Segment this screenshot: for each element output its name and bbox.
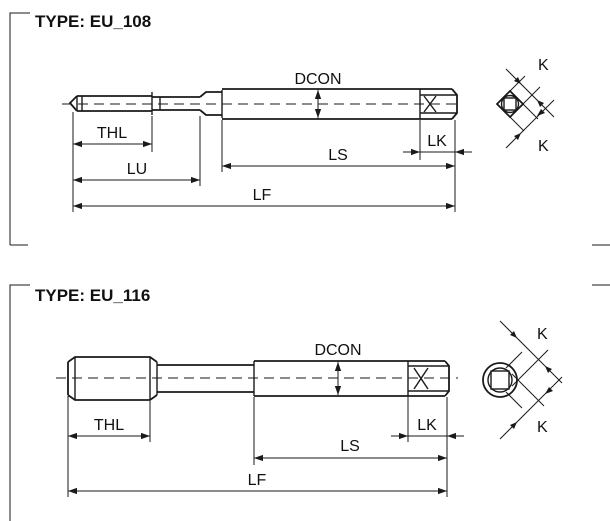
- dcon-label: DCON: [314, 342, 361, 359]
- panel-title: TYPE: EU_116: [35, 286, 150, 305]
- thl-label: THL: [94, 417, 124, 434]
- k-dimension-bottom: [505, 99, 555, 149]
- k-dimension-top: [499, 320, 563, 384]
- lu-label: LU: [127, 161, 147, 178]
- dcon-label: DCON: [294, 71, 341, 88]
- end-view: K K: [495, 57, 555, 155]
- k-label-bottom: K: [537, 419, 548, 436]
- k-dimension-top: [505, 68, 555, 118]
- extension-lines: [67, 396, 448, 497]
- thl-label: THL: [97, 125, 127, 142]
- lf-label: LF: [248, 472, 267, 489]
- k-dimension-bottom: [499, 376, 563, 440]
- frame-top-left: [9, 12, 30, 245]
- lk-label: LK: [417, 417, 437, 434]
- k-label-top: K: [537, 326, 548, 343]
- panel-eu-116: TYPE: EU_116 DCON: [9, 284, 610, 521]
- tap-body: [56, 356, 458, 401]
- ls-label: LS: [340, 438, 360, 455]
- panel-title: TYPE: EU_108: [35, 12, 151, 31]
- k-label-top: K: [538, 57, 549, 74]
- lk-label: LK: [427, 133, 447, 150]
- k-label-bottom: K: [538, 138, 549, 155]
- tap-body: [62, 88, 462, 120]
- ls-label: LS: [328, 147, 348, 164]
- end-view: K K: [482, 320, 563, 440]
- frame-top-left: [9, 284, 30, 521]
- lf-label: LF: [253, 187, 272, 204]
- panel-eu-108: TYPE: EU_108: [9, 12, 610, 246]
